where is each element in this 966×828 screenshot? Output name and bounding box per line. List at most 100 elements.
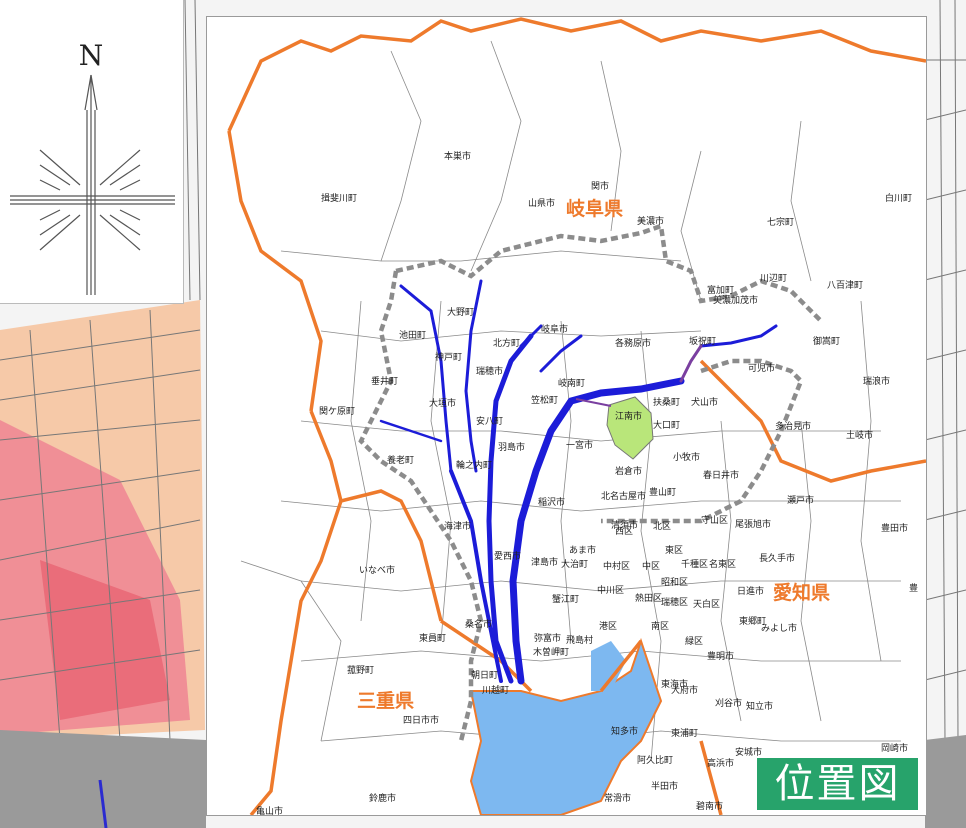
city-label: 羽島市 [498,441,525,453]
city-label: 高浜市 [707,757,734,769]
location-map-panel: 岐阜県 愛知県 三重県 本巣市 揖斐川町 山県市 関市 美濃市 七宗町 白川町 … [206,16,927,816]
city-label: 瀬戸市 [787,494,814,506]
city-label: 瑞穂区 [661,596,688,608]
city-label: 本巣市 [444,150,471,162]
city-label: 笠松町 [531,394,558,406]
city-label: 大府市 [671,684,698,696]
prefecture-label-aichi: 愛知県 [773,581,830,604]
city-label: 千種区 [681,559,708,570]
city-label: 川辺町 [760,273,787,284]
city-labels: 本巣市 揖斐川町 山県市 関市 美濃市 七宗町 白川町 川辺町 八百津町 富加町… [256,150,918,815]
city-label: 岡崎市 [881,742,908,754]
city-label: 大口町 [653,419,680,431]
city-label: 養老町 [387,454,414,466]
city-label: 長久手市 [759,552,795,564]
city-label: 東区 [665,544,683,556]
city-label: 尾張旭市 [735,518,771,530]
prefecture-borders [227,17,926,815]
city-label: 東員町 [419,632,446,644]
city-label: 木曽岬町 [533,646,569,658]
city-label: 名東区 [709,558,736,570]
city-label: 七宗町 [767,216,794,228]
city-label: 関市 [591,180,609,192]
city-label: 美濃加茂市 [713,294,758,306]
city-label: 安八町 [476,415,503,427]
city-label: 垂井町 [371,375,398,387]
city-label: 北区 [653,521,671,532]
city-label: 北名古屋市 [601,490,646,502]
city-label: 守山区 [701,514,728,526]
city-label: 美濃市 [637,215,664,227]
location-map: 岐阜県 愛知県 三重県 本巣市 揖斐川町 山県市 関市 美濃市 七宗町 白川町 … [227,17,926,815]
city-label: 津島市 [531,556,558,568]
north-label: N [79,39,104,72]
city-label: 多治見市 [775,420,811,432]
city-label: 菰野町 [347,664,374,676]
city-label: 中区 [642,560,660,572]
city-label: 輪之内町 [456,459,492,471]
city-label: 豊田市 [881,522,908,534]
city-label: 各務原市 [615,337,651,349]
rivers [379,279,778,685]
city-label: 関ケ原町 [319,406,355,417]
city-label: 碧南市 [696,800,723,812]
city-label: 北方町 [493,337,520,349]
city-label: 鈴鹿市 [369,792,396,804]
city-label: あま市 [569,544,596,556]
city-label: みよし市 [761,622,797,634]
basin-boundary [358,222,823,742]
prefecture-label-mie: 三重県 [357,690,414,712]
city-label: 昭和区 [661,577,688,588]
nagoya-port [591,641,626,691]
city-label: 神戸町 [435,351,462,363]
city-label: 安城市 [735,746,762,758]
city-label: 御嵩町 [813,335,840,347]
city-label: 東郷町 [739,615,766,627]
city-label: 海津市 [444,520,471,532]
city-label: 緑区 [685,635,703,647]
city-label: 大野町 [447,306,474,318]
city-label: 半田市 [651,780,678,792]
city-label: 刈谷市 [715,697,742,709]
city-label: 朝日町 [471,670,498,681]
city-label: 港区 [599,620,617,632]
city-label: 江南市 [615,410,642,422]
city-label: 中村区 [603,560,630,572]
city-label: 可児市 [748,362,775,374]
city-label: 坂祝町 [689,335,716,347]
city-label: 山県市 [528,197,555,209]
city-label: 知立市 [746,700,773,712]
city-label: 阿久比町 [637,754,673,766]
city-label: 東海市 [661,678,688,690]
city-label: 弥富市 [534,632,561,644]
city-label: 岐南町 [558,377,585,389]
city-label: 稲沢市 [538,496,565,508]
city-label: 白川町 [885,192,912,204]
compass-rose-icon: N [10,39,175,295]
city-label: 豊明市 [707,650,734,662]
city-label: 亀山市 [256,805,283,815]
city-label: 大治町 [561,558,588,570]
city-label: 岩倉市 [615,465,642,477]
city-label: 土岐市 [846,429,873,441]
city-label: 瑞穂市 [476,365,503,377]
city-label: 東浦町 [671,727,698,739]
city-label: 川越町 [482,684,509,696]
city-label: 揖斐川町 [321,192,357,204]
city-label: 大垣市 [429,397,456,409]
city-label: 飛島村 [566,634,593,646]
highway [575,398,612,407]
city-label: 西区 [615,526,633,537]
prefecture-label-gifu: 岐阜県 [566,197,623,220]
city-label: 中川区 [597,584,624,596]
city-label: 豊 [909,582,918,594]
city-label: 天白区 [693,598,720,610]
city-label: 蟹江町 [552,593,579,605]
city-label: 八百津町 [827,280,863,291]
city-label: 扶桑町 [653,396,680,408]
city-label: 池田町 [399,329,426,341]
city-label: 熱田区 [635,592,662,604]
city-label: 知多市 [611,725,638,737]
city-label: 南区 [651,620,669,632]
city-label: 岐阜市 [541,323,568,335]
